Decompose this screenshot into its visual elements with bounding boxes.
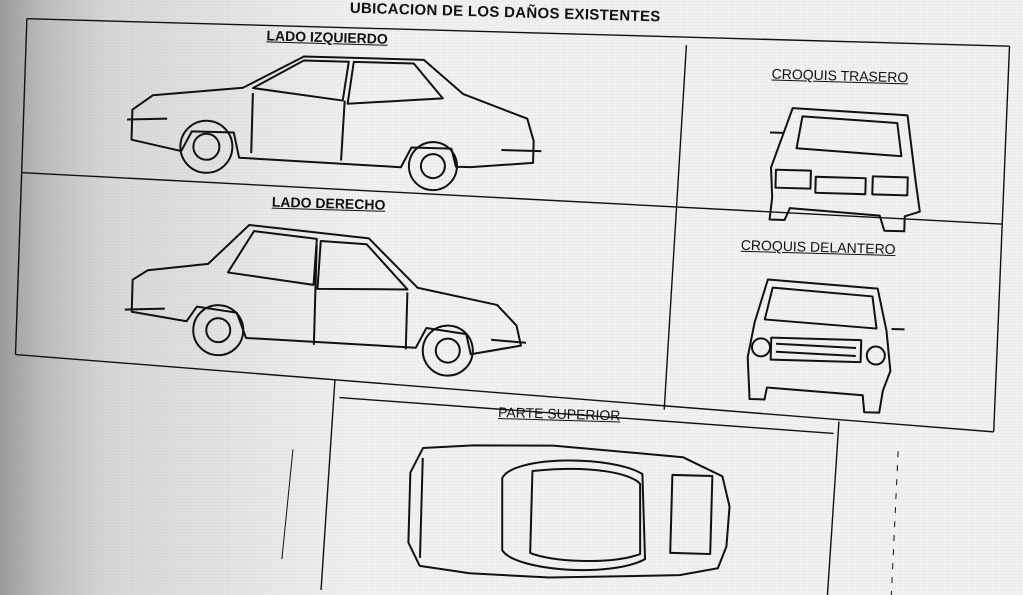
scan-shadow (0, 0, 360, 595)
